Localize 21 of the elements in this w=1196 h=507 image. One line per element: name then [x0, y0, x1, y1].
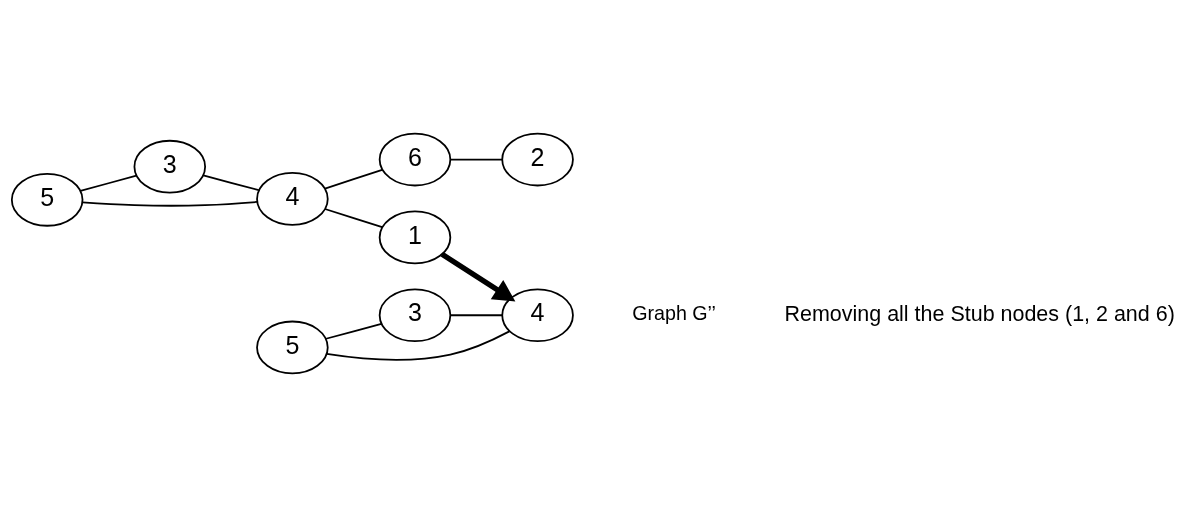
node-ellipse: 2	[501, 132, 574, 187]
node-ellipse: 4	[256, 172, 329, 226]
node-ellipse: 5	[10, 172, 84, 227]
node-ellipse: 6	[378, 132, 452, 187]
connector	[79, 174, 138, 192]
connector	[449, 314, 503, 317]
node-ellipse: 4	[501, 288, 574, 343]
connector	[449, 158, 503, 161]
node-ellipse: 3	[378, 288, 452, 343]
node-ellipse: 1	[378, 210, 452, 265]
connector	[202, 174, 260, 192]
node-ellipse: 3	[133, 139, 207, 194]
connector	[324, 208, 384, 229]
node-ellipse: 5	[256, 320, 329, 375]
connector	[325, 323, 383, 340]
arrow	[440, 252, 516, 302]
connector	[324, 169, 384, 190]
label: Removing all the Stub nodes (1, 2 and 6)	[784, 301, 1175, 326]
connector	[325, 330, 511, 361]
label: Graph G’’	[632, 302, 716, 325]
connector	[81, 201, 258, 207]
